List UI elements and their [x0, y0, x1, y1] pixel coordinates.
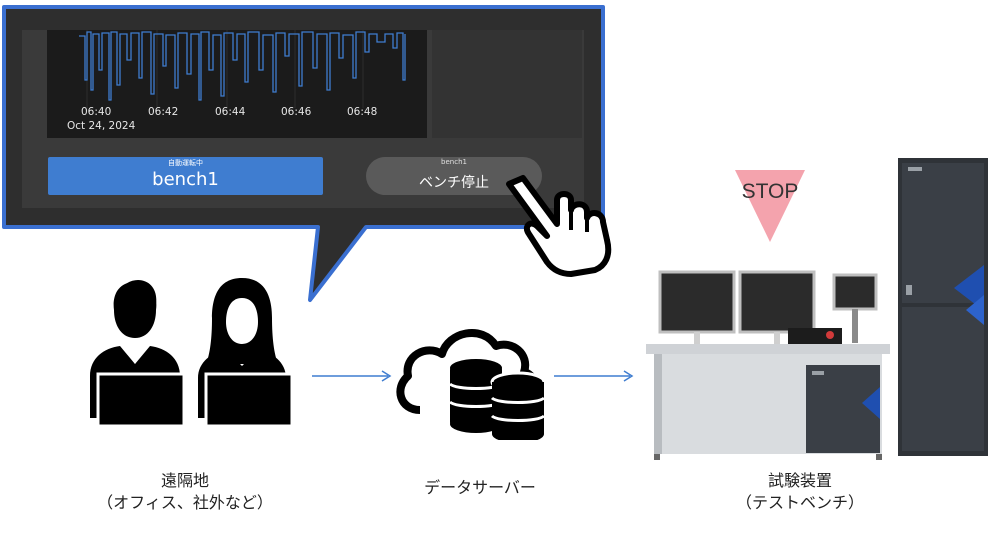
chart-side-panel	[432, 30, 582, 138]
timeline-chart: 06:40 06:42 06:44 06:46 06:48 Oct 24, 20…	[47, 30, 427, 138]
x-tick: 06:40	[81, 106, 112, 118]
cloud-database-icon	[396, 328, 546, 440]
node-subtitle: （テストベンチ）	[735, 493, 864, 512]
stop-triangle-icon	[735, 170, 805, 242]
stop-button-bench: bench1	[441, 158, 467, 166]
stop-text: STOP	[741, 180, 799, 203]
stop-button-label: ベンチ停止	[419, 175, 489, 191]
remote-location-caption: 遠隔地 （オフィス、社外など）	[60, 470, 310, 514]
x-tick: 06:44	[215, 106, 246, 118]
series-line	[79, 31, 406, 101]
node-title: 試験装置	[767, 471, 832, 490]
test-equipment-caption: 試験装置 （テストベンチ）	[710, 470, 890, 514]
node-subtitle: （オフィス、社外など）	[97, 493, 273, 512]
pointing-hand-icon	[506, 175, 612, 277]
status-label: 自動運転中	[168, 159, 203, 167]
remote-users-icon	[90, 278, 294, 428]
bench-name: bench1	[152, 169, 219, 190]
node-title: 遠隔地	[160, 471, 209, 490]
bench-status-bar: 自動運転中 bench1	[48, 157, 323, 195]
arrow-icon	[554, 370, 634, 382]
arrow-icon	[312, 370, 392, 382]
test-bench-icon	[646, 158, 988, 460]
node-title: データサーバー	[424, 478, 536, 497]
data-server-caption: データサーバー	[380, 477, 580, 499]
x-tick: 06:46	[281, 106, 312, 118]
x-tick: 06:48	[347, 106, 378, 118]
date-label: Oct 24, 2024	[67, 120, 136, 132]
x-tick: 06:42	[148, 106, 179, 118]
